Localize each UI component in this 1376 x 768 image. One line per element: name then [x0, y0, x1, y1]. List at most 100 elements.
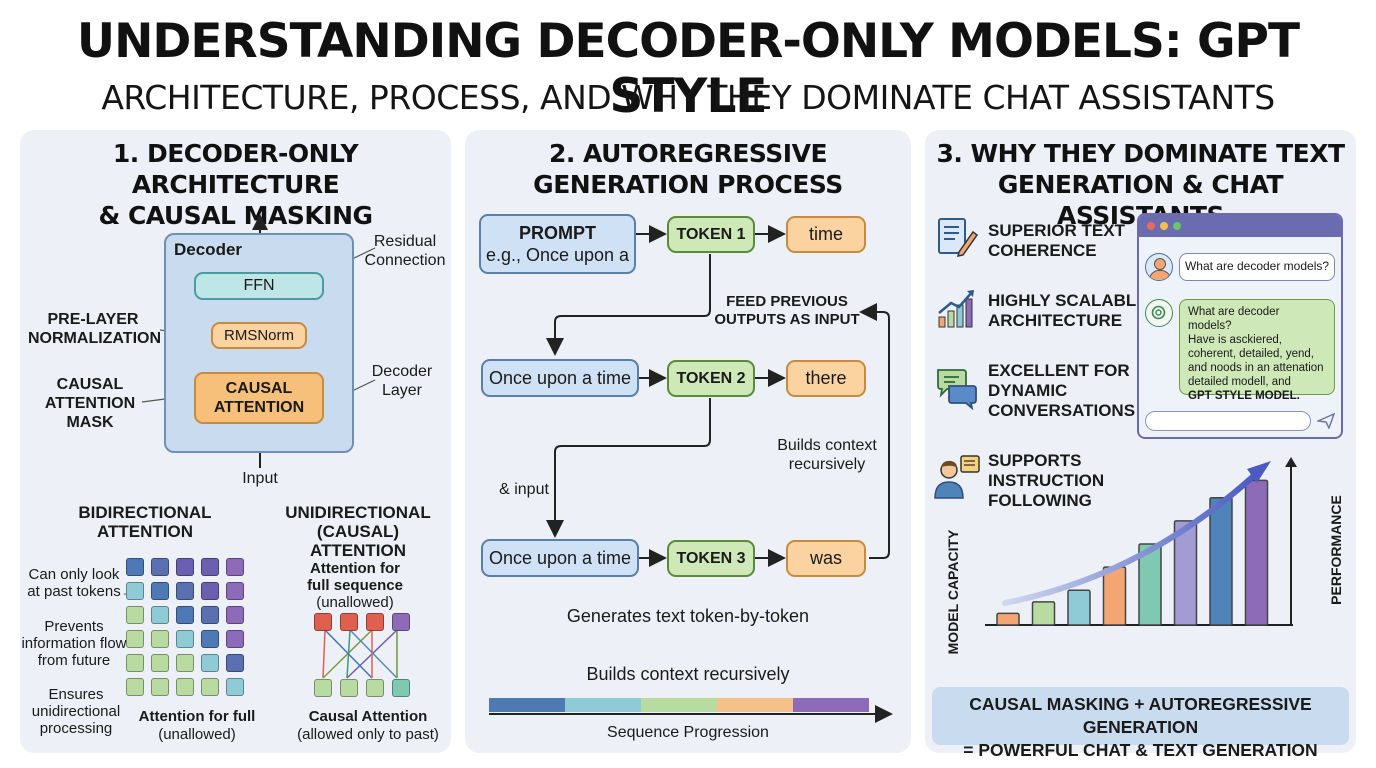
panel1-title: 1. DECODER-ONLY ARCHITECTURE & CAUSAL MA…: [20, 138, 451, 231]
prompt-box: PROMPT e.g., Once upon a: [479, 214, 636, 274]
document-pen-icon: [938, 218, 979, 257]
feed-line1: FEED PREVIOUS: [726, 293, 848, 310]
attention-cell: [151, 558, 169, 576]
causal-attention-box: CAUSAL ATTENTION: [194, 372, 324, 424]
panel3-title-line1: 3. WHY THEY DOMINATE TEXT: [936, 139, 1345, 168]
bidirectional-line1: BIDIRECTIONAL: [78, 503, 212, 522]
prelayer-label: PRE-LAYER NORMALIZATION: [28, 310, 162, 348]
sequence-segment: [717, 698, 793, 712]
mask-line3: MASK: [66, 414, 114, 431]
attention-cell: [226, 678, 244, 696]
builds-line1: Builds context: [777, 437, 877, 454]
feature3-line1: EXCELLENT FOR: [988, 361, 1130, 380]
prelayer-line2: NORMALIZATION: [28, 330, 162, 347]
attention-cell: [226, 606, 244, 624]
sequence-segment: [489, 698, 565, 712]
uni-top-line2: full sequence: [307, 577, 403, 594]
token2-box: TOKEN 2: [667, 360, 755, 397]
chart-bar: [1031, 601, 1056, 626]
chart-xlabel: MODEL CAPACITY: [945, 529, 961, 655]
unidirectional-top-caption: Attention for full sequence (unallowed): [290, 560, 420, 611]
note-past-tokens: Can only look at past tokens: [24, 566, 124, 600]
page-subtitle: ARCHITECTURE, PROCESS, AND WHY THEY DOMI…: [101, 78, 1275, 117]
note2-line1: Prevents: [44, 618, 104, 635]
attention-cell: [176, 678, 194, 696]
unidirectional-caption: Causal Attention (allowed only to past): [294, 708, 442, 744]
user-avatar: [1145, 253, 1173, 281]
conclusion-line1: CAUSAL MASKING + AUTOREGRESSIVE GENERATI…: [969, 694, 1312, 737]
feature2-line1: HIGHLY SCALABLE: [988, 291, 1148, 310]
feature4-line3: FOLLOWING: [988, 491, 1092, 510]
attention-cell: [201, 558, 219, 576]
attention-cell: [176, 630, 194, 648]
residual-label: Residual Connection: [360, 232, 450, 270]
sequence-segment: [793, 698, 869, 712]
note-information-flow: Prevents information flow from future: [20, 618, 128, 669]
feature-conversations: EXCELLENT FOR DYNAMIC CONVERSATIONS: [988, 361, 1135, 421]
assistant-logo-icon: [1145, 299, 1173, 327]
note3-line3: processing: [39, 720, 113, 737]
attention-cell: [126, 606, 144, 624]
bidirectional-caption: Attention for full (unallowed): [128, 708, 266, 744]
attention-cell: [126, 654, 144, 672]
window-close-dot[interactable]: [1147, 222, 1155, 230]
attention-cell: [126, 558, 144, 576]
unidirectional-title: UNIDIRECTIONAL (CAUSAL) ATTENTION: [268, 503, 448, 560]
causal-attention-line1: CAUSAL: [225, 380, 293, 397]
note2-line3: from future: [37, 652, 111, 669]
feature-coherence: SUPERIOR TEXT COHERENCE: [988, 221, 1125, 261]
chart-bar: [1244, 479, 1269, 626]
attention-cell: [126, 582, 144, 600]
prelayer-line1: PRE-LAYER: [47, 311, 139, 328]
builds-bottom-label: Builds context recursively: [586, 664, 790, 684]
decoder-layer-line1: Decoder: [371, 363, 433, 380]
attention-cell: [201, 630, 219, 648]
feature2-line2: ARCHITECTURE: [988, 311, 1123, 330]
send-icon[interactable]: [1317, 413, 1335, 429]
builds-line2: recursively: [788, 456, 866, 473]
chart-y-axis-arrow: [1285, 457, 1297, 467]
attention-cell: [201, 678, 219, 696]
attention-cell: [176, 654, 194, 672]
chart-bar: [1173, 520, 1198, 626]
sequence-segment: [641, 698, 717, 712]
panel1-title-line2: & CAUSAL MASKING: [98, 201, 373, 230]
person-instructions-icon: [934, 455, 980, 499]
note-unidirectional: Ensures unidirectional processing: [26, 686, 126, 737]
reply-line4: and noods in an attenation: [1188, 362, 1324, 374]
note2-line2: information flow: [21, 635, 127, 652]
note1-line2: at past tokens: [27, 583, 121, 600]
growth-chart-icon: [938, 290, 974, 328]
input-label: Input: [242, 470, 278, 487]
attention-cell: [201, 582, 219, 600]
sequence-segment: [565, 698, 641, 712]
feature1-line2: COHERENCE: [988, 241, 1097, 260]
panel2-title-line2: GENERATION PROCESS: [533, 170, 843, 199]
window-maximize-dot[interactable]: [1173, 222, 1181, 230]
feature-instruction: SUPPORTS INSTRUCTION FOLLOWING: [988, 451, 1104, 511]
mask-label: CAUSAL ATTENTION MASK: [40, 375, 140, 432]
prompt-label: PROMPT: [518, 223, 596, 243]
chart-bar: [1138, 543, 1162, 626]
attention-cell: [176, 582, 194, 600]
feature3-line3: CONVERSATIONS: [988, 401, 1136, 420]
attention-cell: [226, 630, 244, 648]
row3-input-box: Once upon a time: [481, 539, 639, 577]
assistant-reply-bubble: What are decoder models? Have is asckier…: [1179, 299, 1335, 402]
generates-label: Generates text token-by-token: [566, 606, 810, 626]
attention-cell: [176, 558, 194, 576]
and-input-label: & input: [499, 481, 549, 498]
rmsnorm-box: RMSNorm: [211, 322, 307, 349]
chat-input[interactable]: [1145, 411, 1311, 431]
attention-cell: [151, 630, 169, 648]
window-minimize-dot[interactable]: [1160, 222, 1168, 230]
token3-box: TOKEN 3: [667, 540, 755, 577]
uni-caption-line2: (allowed only to past): [297, 726, 439, 743]
trend-arrow: [1002, 470, 1260, 606]
mask-line1: CAUSAL: [56, 376, 124, 393]
uni-top-line3: (unallowed): [316, 594, 394, 611]
bidirectional-line2: ATTENTION: [96, 522, 193, 541]
attention-cell: [201, 606, 219, 624]
panel1-title-line1: 1. DECODER-ONLY ARCHITECTURE: [112, 139, 359, 199]
note1-line1: Can only look: [28, 566, 120, 583]
